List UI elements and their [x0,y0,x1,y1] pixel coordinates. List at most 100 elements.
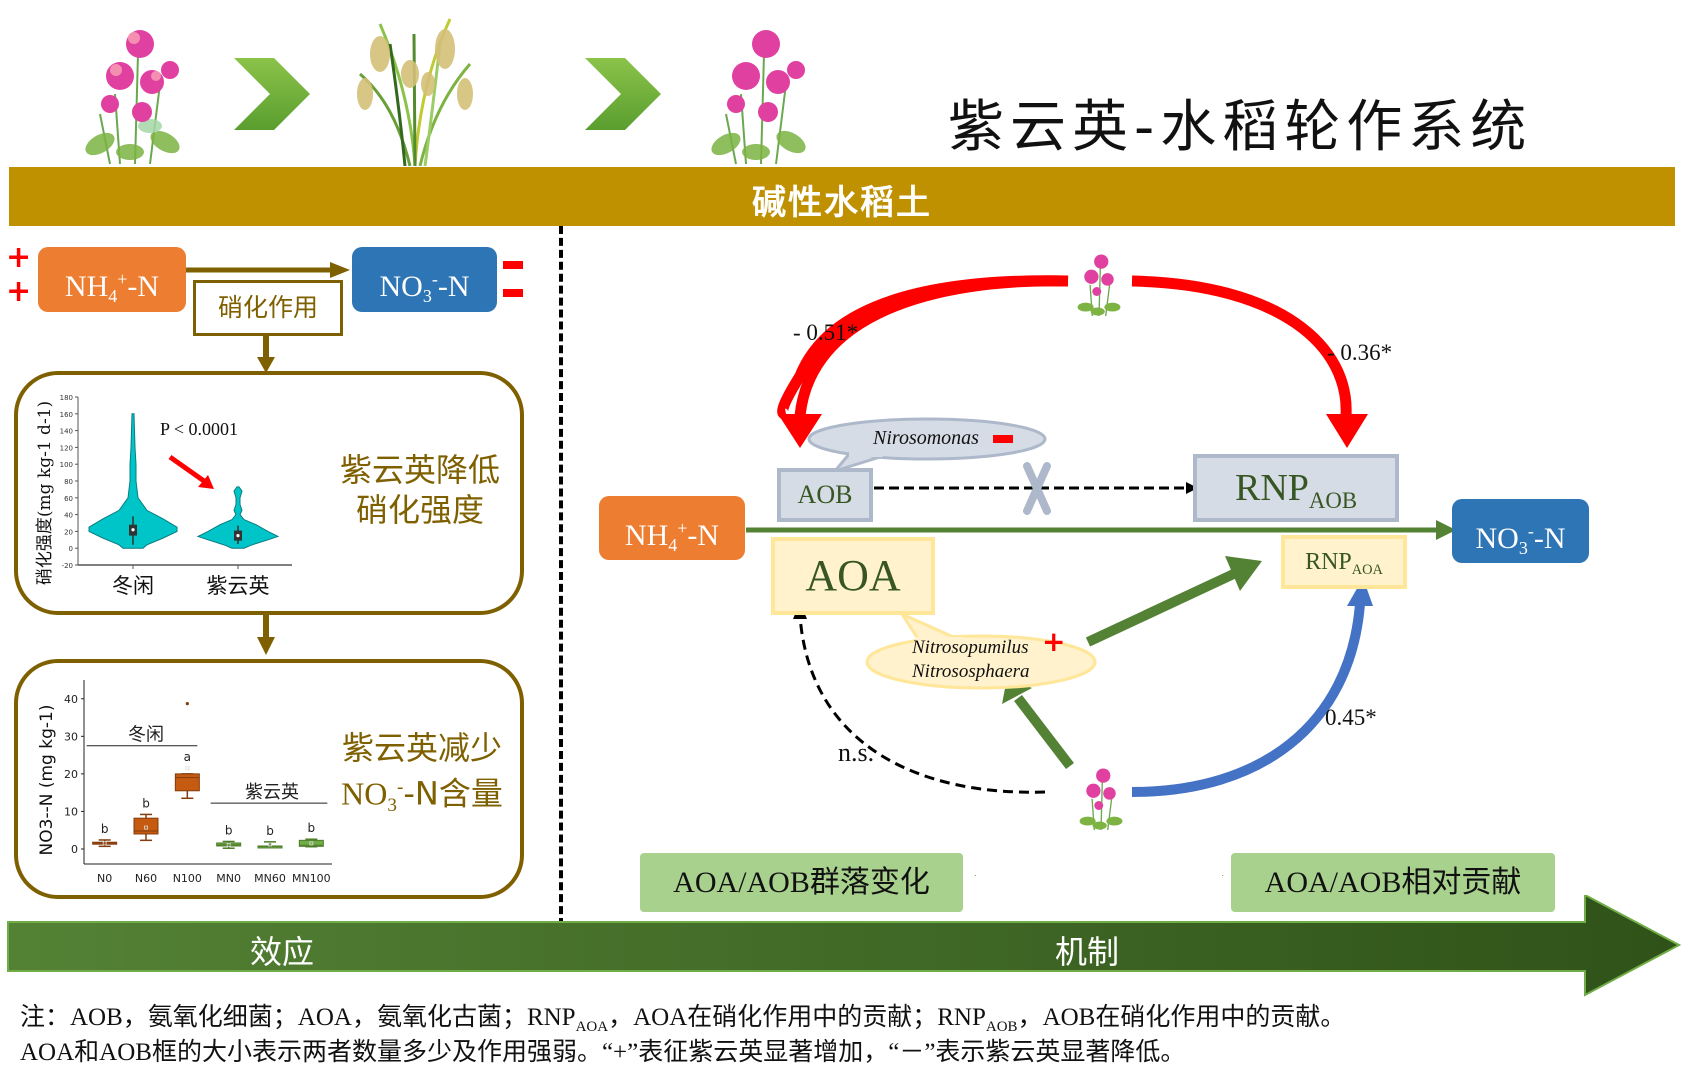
y-tick-label: 60 [64,495,73,503]
x-mark-icon [1023,462,1051,515]
footnote-line-1: 注：AOB，氨氧化细菌；AOA，氨氧化古菌；RNPAOA，AOA在硝化作用中的贡… [20,997,1345,1036]
x-tick-label: MN60 [254,872,286,885]
aoa-node: AOA [771,537,935,615]
aob-node: AOB [777,468,873,522]
no3-suffix: -N含量 [403,774,503,813]
decrease-minus-icon [993,435,1013,443]
violin-median [236,534,240,538]
community-change-label: AOA/AOB群落变化 [673,866,930,899]
nh4-node: NH4+-N [599,496,745,560]
arrow-aoa-to-rnp-aoa [1085,556,1262,647]
conclusion-line: 紫云英降低 [339,451,500,489]
nitrate-content-panel [14,659,524,899]
significance-letter: b [308,821,316,835]
nh4-suffix: -N [127,269,160,303]
no3-node: NO3--N [1452,499,1589,563]
rice-plant-icon [357,18,473,166]
down-arrow-1 [257,332,275,373]
box-mean [226,842,231,847]
double-arrow [974,875,1224,876]
box-mean [185,766,190,771]
community-change-box: AOA/AOB群落变化 [640,853,963,912]
significance-letter: a [184,750,191,764]
y-tick-label: 120 [60,444,73,452]
nh4-superscript: + [117,269,128,289]
no3-text: NO [341,775,388,812]
nh4-text: NH [624,518,669,552]
milk-vetch-plant-icon [85,30,180,165]
increase-plus-icon: + [6,274,32,309]
increase-plus-icon: + [1042,625,1066,658]
no3-superscript: - [431,269,438,289]
violin-shape [88,413,178,549]
nh4-subscript: 4 [668,535,678,556]
no3-superscript: - [1527,521,1534,541]
increase-plus-icon: + [6,240,32,275]
down-arrow-2 [257,614,275,655]
no3-text: NO [379,269,423,303]
nh4-subscript: 4 [108,286,118,307]
y-tick-label: 180 [60,394,73,402]
group-label: 冬闲 [128,725,164,746]
aoa-genus-labels: Nitrosopumilus Nitrososphaera [912,636,1030,684]
relative-contribution-box: AOA/AOB相对贡献 [1231,853,1555,912]
y-tick-label: 0 [69,545,73,553]
x-tick-label: MN100 [292,872,331,885]
group-label: 紫云英 [245,782,299,803]
conclusion-nitrate: 紫云英减少 NO3--N含量 [332,728,512,826]
y-tick-label: 0 [71,843,78,856]
no3-subscript: 3 [1518,538,1528,559]
section-divider [559,226,563,926]
milk-vetch-plant-icon [1079,768,1123,831]
aoa-genus-label: Nitrosopumilus [912,637,1029,658]
x-tick-label: 冬闲 [112,574,154,598]
conclusion-nitrification: 紫云英降低 硝化强度 [335,450,505,530]
y-tick-label: 30 [64,730,78,743]
nh4-suffix: -N [687,518,720,552]
y-tick-label: 100 [60,461,73,469]
arrow-milkvetch-to-aob [777,275,1069,448]
no3-subscript: 3 [387,795,397,817]
no3-subscript: 3 [422,286,432,307]
decrease-minus-icon [503,289,523,297]
y-tick-label: 40 [64,693,78,706]
box-outlier [185,702,189,706]
page-title: 紫云英-水稻轮作系统 [948,95,1533,160]
box-iqr [298,839,324,847]
box-mean [102,841,107,846]
arrow-milkvetch-to-rnp-aob [1131,275,1368,448]
p-value-annotation: P < 0.0001 [160,419,238,439]
soil-type-banner: 碱性水稻土 [9,167,1675,226]
y-tick-label: 40 [64,512,73,520]
conclusion-line: 硝化强度 [355,491,484,529]
y-axis-label: 硝化强度(mg kg-1 d-1) [35,401,55,585]
nitrification-arrow [186,262,350,278]
mechanism-arrows [746,275,1456,876]
chevron-right-icon [234,58,310,130]
milk-vetch-plant-icon [1077,254,1121,317]
coefficient-rnp-aob: - 0.36* [1327,340,1393,365]
no3-text: NO [1475,521,1519,555]
no3-superscript: - [396,777,404,798]
footnote-line-2: AOA和AOB框的大小表示两者数量多少及作用强弱。“+”表征紫云英显著增加，“－… [20,1039,1186,1066]
y-tick-label: -20 [62,562,73,570]
x-tick-label: N60 [135,872,157,885]
nh4-text: NH [64,269,109,303]
arrow-milkvetch-to-rnp-aoa [1131,578,1373,797]
effect-mechanism-arrow [7,895,1681,997]
note-text: ，AOA在硝化作用中的贡献；RNP [608,1004,986,1031]
box-iqr [174,773,200,792]
rnp-text: RNP [1234,467,1309,509]
violin-median [131,528,135,532]
y-tick-label: 140 [60,428,73,436]
rnp-aob-node: RNPAOB [1193,454,1399,522]
aoa-genus-label: Nitrososphaera [912,661,1030,682]
arrow-aob-to-rnp-aob [874,482,1198,494]
box-mean [268,842,272,847]
significance-letter: b [142,796,150,810]
aoa-community-bubble [865,612,1097,690]
rnp-subscript: AOA [1351,562,1383,579]
x-tick-label: 紫云英 [207,574,270,598]
